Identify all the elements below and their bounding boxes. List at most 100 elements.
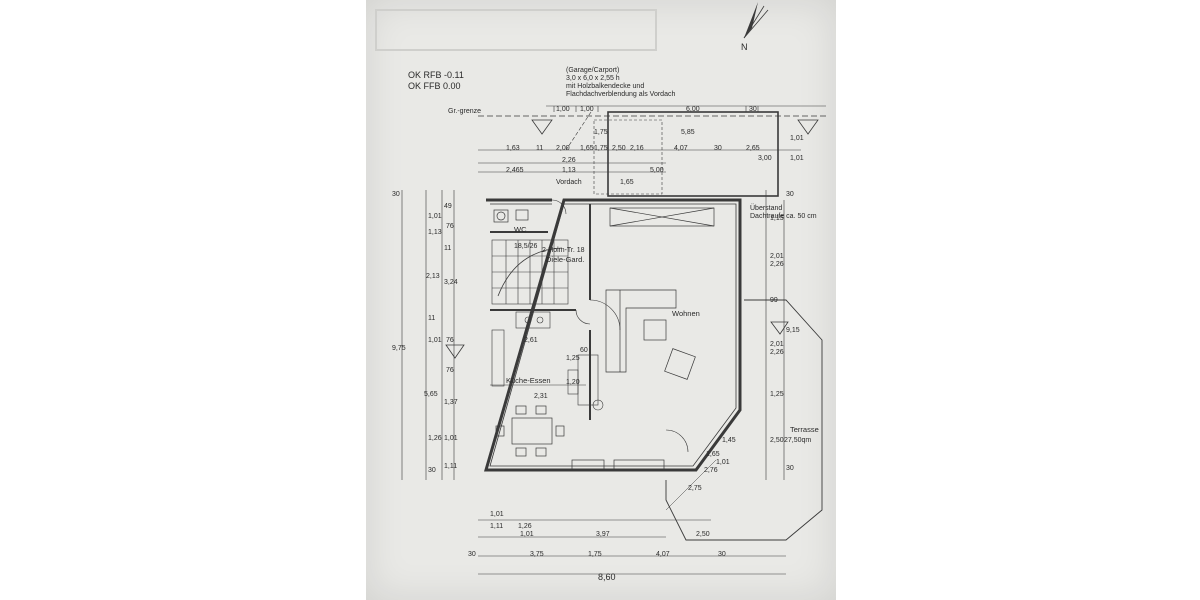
dim-inner-4: 2,31 xyxy=(534,393,548,400)
dim-left-2: 1,01 xyxy=(428,213,442,220)
north-arrow-icon xyxy=(743,2,769,39)
garage-note-3: mit Holzbalkendecke und xyxy=(566,83,644,90)
garage-note-1: (Garage/Carport) xyxy=(566,67,619,74)
section-marker-right-icon xyxy=(797,119,819,135)
garage-outline xyxy=(565,111,779,197)
door-swings xyxy=(551,199,689,453)
dim-inner-7: 2,75 xyxy=(688,485,702,492)
terrace-outline xyxy=(665,299,823,541)
dim-right-2: 2,01 xyxy=(770,253,784,260)
dim-inner-8: 1,45 xyxy=(722,437,736,444)
dim-top-20: 5,00 xyxy=(650,167,664,174)
dining-table xyxy=(495,405,565,457)
top-dimension-lines xyxy=(478,105,826,173)
dim-left-17: 1,11 xyxy=(444,463,457,470)
section-marker-bl-icon xyxy=(445,344,465,359)
dim-top-21: 1,01 xyxy=(790,135,804,142)
dim-bottom-2: 1,26 xyxy=(518,523,532,530)
dim-bottom-11: 8,60 xyxy=(598,572,616,582)
dim-inner-6: 1,01 xyxy=(716,459,730,466)
dim-top-1: 1,00 xyxy=(580,106,594,113)
dim-right-7: 2,26 xyxy=(770,349,784,356)
dim-right-1: 1,15 xyxy=(770,215,784,222)
dim-left-0: 30 xyxy=(392,191,400,198)
wc-fixtures xyxy=(493,209,529,223)
bottom-dimension-lines xyxy=(478,519,786,575)
room-hall: Diele-Gard. xyxy=(546,255,584,264)
faded-stamp xyxy=(375,9,657,51)
dim-left-4: 1,13 xyxy=(428,229,442,236)
level-ok-rfb: OK RFB -0.11 xyxy=(408,70,464,80)
dim-left-3: 76 xyxy=(446,223,454,230)
kitchen-units xyxy=(491,311,604,411)
dim-right-3: 2,26 xyxy=(770,261,784,268)
dim-bottom-7: 3,75 xyxy=(530,551,544,558)
room-terrace: Terrasse xyxy=(790,425,819,434)
dim-top-13: 2,00 xyxy=(556,145,570,152)
garage-note-2: 3,0 x 6,0 x 2,55 h xyxy=(566,75,620,82)
dim-top-8: 1,75 xyxy=(594,145,608,152)
dim-bottom-9: 4,07 xyxy=(656,551,670,558)
roof-edge-1: Überstand xyxy=(750,204,782,212)
interior-walls xyxy=(490,204,591,420)
dim-bottom-5: 2,50 xyxy=(696,531,710,538)
dim-left-7: 2,13 xyxy=(426,273,440,280)
garage-note-4: Flachdachverblendung als Vordach xyxy=(566,91,675,98)
dim-top-6: 2,50 xyxy=(612,145,626,152)
dim-bottom-1: 1,11 xyxy=(490,523,503,530)
dim-bottom-3: 1,01 xyxy=(520,531,534,538)
dim-top-9: 4,07 xyxy=(674,145,688,152)
dim-top-12: 11 xyxy=(536,145,543,152)
section-marker-left-icon xyxy=(531,119,553,135)
roof-edge-2: Dachtraufe ca. 50 cm xyxy=(750,213,817,220)
dim-top-18: 1,13 xyxy=(562,167,576,174)
north-label: N xyxy=(741,42,748,52)
room-wc: WC xyxy=(514,225,527,234)
hall-door: 2-Holm-Tr. 18 xyxy=(542,247,585,254)
staircase xyxy=(491,239,569,305)
dim-top-17: 2,465 xyxy=(506,167,524,174)
dim-inner-9: 2,76 xyxy=(704,467,718,474)
dim-right-10: 30 xyxy=(786,465,794,472)
dim-top-22: 1,01 xyxy=(790,155,804,162)
dim-right-0: 30 xyxy=(786,191,794,198)
dim-left-15: 1,26 xyxy=(428,435,442,442)
dim-top-15: 2,65 xyxy=(746,145,760,152)
dim-left-8: 11 xyxy=(428,315,435,322)
dim-top-5: 5,85 xyxy=(681,129,695,136)
dim-top-11: 1,63 xyxy=(506,145,520,152)
right-dimension-lines xyxy=(765,190,785,480)
dim-right-6: 2,01 xyxy=(770,341,784,348)
terrace-area: 27,50qm xyxy=(784,437,811,444)
dim-left-13: 5,65 xyxy=(424,391,438,398)
dim-left-14: 1,37 xyxy=(444,399,458,406)
dim-left-6: 3,24 xyxy=(444,279,458,286)
dim-top-3: 30 xyxy=(749,106,757,113)
dim-left-1: 49 xyxy=(444,203,452,210)
dim-top-7: 2,16 xyxy=(630,145,644,152)
living-furniture xyxy=(571,207,715,471)
dim-inner-3: 60 xyxy=(580,347,588,354)
dim-bottom-6: 30 xyxy=(468,551,476,558)
dim-right-9: 2,50 xyxy=(770,437,784,444)
house-outer-walls xyxy=(484,198,742,472)
dim-top-10: 30 xyxy=(714,145,722,152)
dim-inner-10: 1,65 xyxy=(620,179,634,186)
dim-left-9: 9,75 xyxy=(392,345,406,352)
dim-top-0: 1,00 xyxy=(556,106,570,113)
dim-top-19: 2,26 xyxy=(562,157,576,164)
dim-bottom-4: 3,97 xyxy=(596,531,610,538)
dim-left-12: 76 xyxy=(446,367,454,374)
floor-plan-sheet: OK RFB -0.11 OK FFB 0.00 (Garage/Carport… xyxy=(366,0,836,600)
dim-left-5: 11 xyxy=(444,245,451,252)
dim-bottom-10: 30 xyxy=(718,551,726,558)
porch-label: Vordach xyxy=(556,179,582,186)
room-kitchen: Küche-Essen xyxy=(506,376,551,385)
dim-top-2: 6,00 xyxy=(686,106,700,113)
dim-left-18: 30 xyxy=(428,467,436,474)
level-ok-ffb: OK FFB 0.00 xyxy=(408,81,461,91)
dim-top-4: 1,75 xyxy=(594,129,608,136)
stair-ratio: 18,5/26 xyxy=(514,243,537,250)
dim-left-16: 1,01 xyxy=(444,435,458,442)
dim-top-16: 3,00 xyxy=(758,155,772,162)
